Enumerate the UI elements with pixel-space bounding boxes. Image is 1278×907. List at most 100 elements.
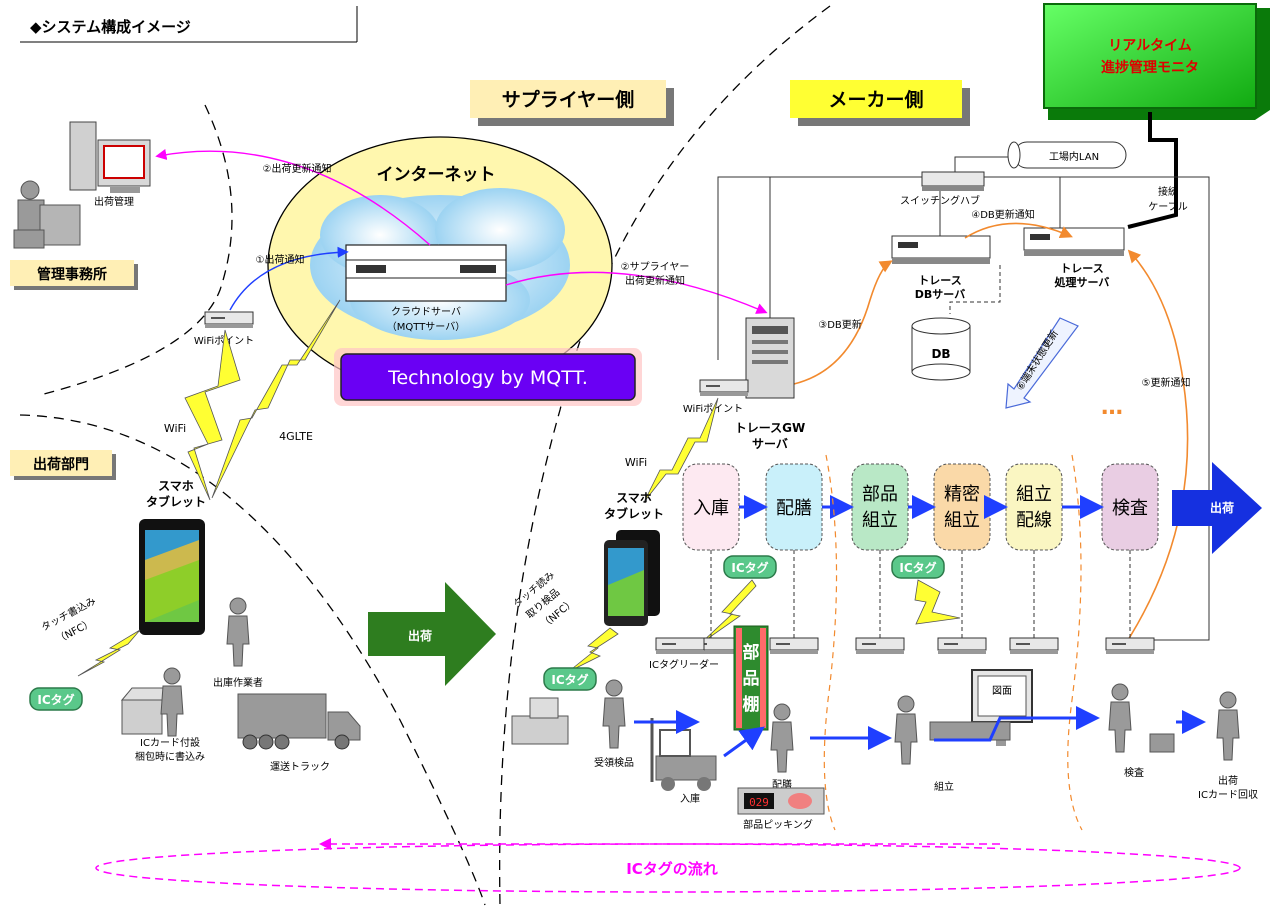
svg-text:DB: DB: [931, 347, 950, 361]
gw-label-2: サーバ: [752, 437, 788, 451]
receiver-icon: [602, 679, 626, 749]
trace-proc-label-1: トレース: [1060, 262, 1103, 275]
svg-text:メーカー側: メーカー側: [828, 89, 923, 111]
picking-device: 029: [737, 787, 825, 815]
db-cylinder: DB: [911, 317, 971, 381]
ic-tag-maker-2: ICタグ: [891, 555, 945, 579]
update-notice-label: ⑤更新通知: [1142, 376, 1191, 389]
truck-label: 運送トラック: [270, 760, 330, 773]
svg-text:部: 部: [743, 642, 760, 663]
process-step-label: 検査: [1112, 498, 1148, 519]
warehouse-worker-icon: [226, 597, 250, 667]
wifi-right-label: WiFi: [625, 456, 647, 469]
process-step-label: 配膳: [776, 498, 812, 519]
db-update-arrow: [793, 260, 893, 385]
assembler-icon: [894, 695, 918, 765]
process-step: 入庫: [682, 463, 740, 551]
inspection-label: 検査: [1124, 766, 1144, 779]
more-dots: …: [1101, 395, 1123, 420]
inspection-box: [1149, 733, 1175, 753]
svg-text:出荷: 出荷: [408, 628, 432, 643]
ship-notice-arrow: [229, 246, 349, 311]
svg-text:出荷: 出荷: [1210, 500, 1234, 515]
ship-update-office-arrow: [155, 148, 431, 246]
office-worker-icon: [13, 180, 81, 249]
tablet-left-label-2: タブレット: [146, 494, 206, 509]
truck-icon: [237, 693, 361, 750]
svg-text:ICタグ: ICタグ: [899, 560, 936, 575]
maker-zone-label: メーカー側: [790, 80, 970, 126]
ic-tag-reader-icon: [1105, 637, 1155, 655]
receive-label: 受領検品: [594, 756, 634, 769]
process-chain: 入庫配膳部品組立精密組立組立配線検査: [682, 463, 1159, 551]
nfc-lightning-right: [567, 627, 619, 673]
picking-label: 部品ピッキング: [743, 818, 813, 831]
ship-out-arrow-blue: 出荷: [1172, 462, 1262, 554]
trace-gw-server: [745, 317, 795, 399]
svg-text:サプライヤー側: サプライヤー側: [502, 88, 634, 111]
process-step-label: 組立: [1016, 484, 1052, 505]
ic-tag-maker-3: ICタグ: [543, 667, 597, 691]
process-step-label: 配線: [1016, 510, 1052, 531]
assembly-label: 組立: [934, 780, 954, 793]
svg-text:品: 品: [743, 669, 760, 689]
supplier-update-label-1: ②サプライヤー: [621, 261, 690, 273]
shipper-icon: [1216, 691, 1240, 761]
ship-mgmt-label: 出荷管理: [94, 195, 134, 208]
progress-monitor: リアルタイム 進捗管理モニタ: [1043, 3, 1270, 120]
boxes-icon: [511, 697, 569, 745]
process-step-label: 組立: [944, 510, 980, 531]
cloud-server-label-1: クラウドサーバ: [391, 306, 461, 318]
packer-icon: [120, 667, 184, 737]
page-title: ◆システム構成イメージ: [30, 18, 191, 36]
forklift-icon: [650, 718, 717, 791]
svg-text:ICタグ: ICタグ: [731, 560, 768, 575]
svg-text:図面: 図面: [992, 685, 1012, 697]
cable-label-2: ケーブル: [1148, 200, 1187, 213]
ic-tag-reader-icon: [855, 637, 905, 655]
process-step-label: 精密: [944, 484, 980, 505]
supplier-maker-divider: [499, 5, 831, 906]
nfc-lightning-left: [77, 629, 141, 677]
warehouse-worker-label: 出庫作業者: [213, 676, 263, 689]
svg-text:リアルタイム: リアルタイム: [1108, 38, 1192, 54]
tablet-right-label-1: スマホ: [616, 491, 652, 505]
trace-db-label-1: トレース: [918, 274, 961, 287]
switching-hub: [921, 171, 985, 191]
wifi-lightning-left: [184, 329, 241, 501]
lte-label: 4GLTE: [279, 430, 313, 443]
network-backbone: [717, 176, 1210, 641]
trace-db-server: [891, 235, 991, 264]
update-notice-arrow: [1127, 249, 1189, 641]
svg-text:棚: 棚: [743, 694, 760, 715]
final-label-2: ICカード回収: [1198, 789, 1258, 801]
svg-text:029: 029: [749, 796, 769, 809]
ic-tag-readers: [655, 550, 1155, 655]
office-zone-divider: [39, 104, 233, 396]
ic-tag-maker-1: ICタグ: [723, 555, 777, 579]
svg-text:⑥端末状態更新: ⑥端末状態更新: [1013, 327, 1061, 392]
ic-tag-reader-icon: [769, 637, 819, 655]
process-step-label: 入庫: [693, 498, 729, 519]
stock-in-label: 入庫: [680, 792, 700, 805]
ship-notice-label: ①出荷通知: [256, 253, 305, 266]
cloud-server-label-2: （MQTTサーバ）: [387, 321, 465, 333]
office-computer-icon: [69, 121, 151, 193]
svg-text:工場内LAN: 工場内LAN: [1049, 150, 1099, 163]
lte-lightning: [211, 299, 341, 499]
trace-proc-label-2: 処理サーバ: [1054, 275, 1110, 289]
drawing-monitor: 図面: [971, 669, 1033, 746]
process-step: 検査: [1101, 463, 1159, 551]
supplier-zone-label: サプライヤー側: [470, 80, 674, 126]
tablet-right-label-2: タブレット: [604, 506, 664, 521]
wifi-point-left-icon: [204, 311, 254, 329]
packer-label-1: ICカード付設: [140, 736, 200, 749]
wifi-lightning-right: [643, 397, 719, 503]
office-zone-label: 管理事務所: [10, 260, 138, 290]
ic-tag-reader-label: ICタグリーダー: [649, 658, 719, 671]
ic-tag-reader-icon: [937, 637, 987, 655]
wifi-left-label: WiFi: [164, 422, 186, 435]
shipping-dept-label: 出荷部門: [10, 450, 116, 480]
tablet-left-icon: [139, 519, 205, 635]
svg-text:Technology by MQTT.: Technology by MQTT.: [387, 367, 588, 389]
